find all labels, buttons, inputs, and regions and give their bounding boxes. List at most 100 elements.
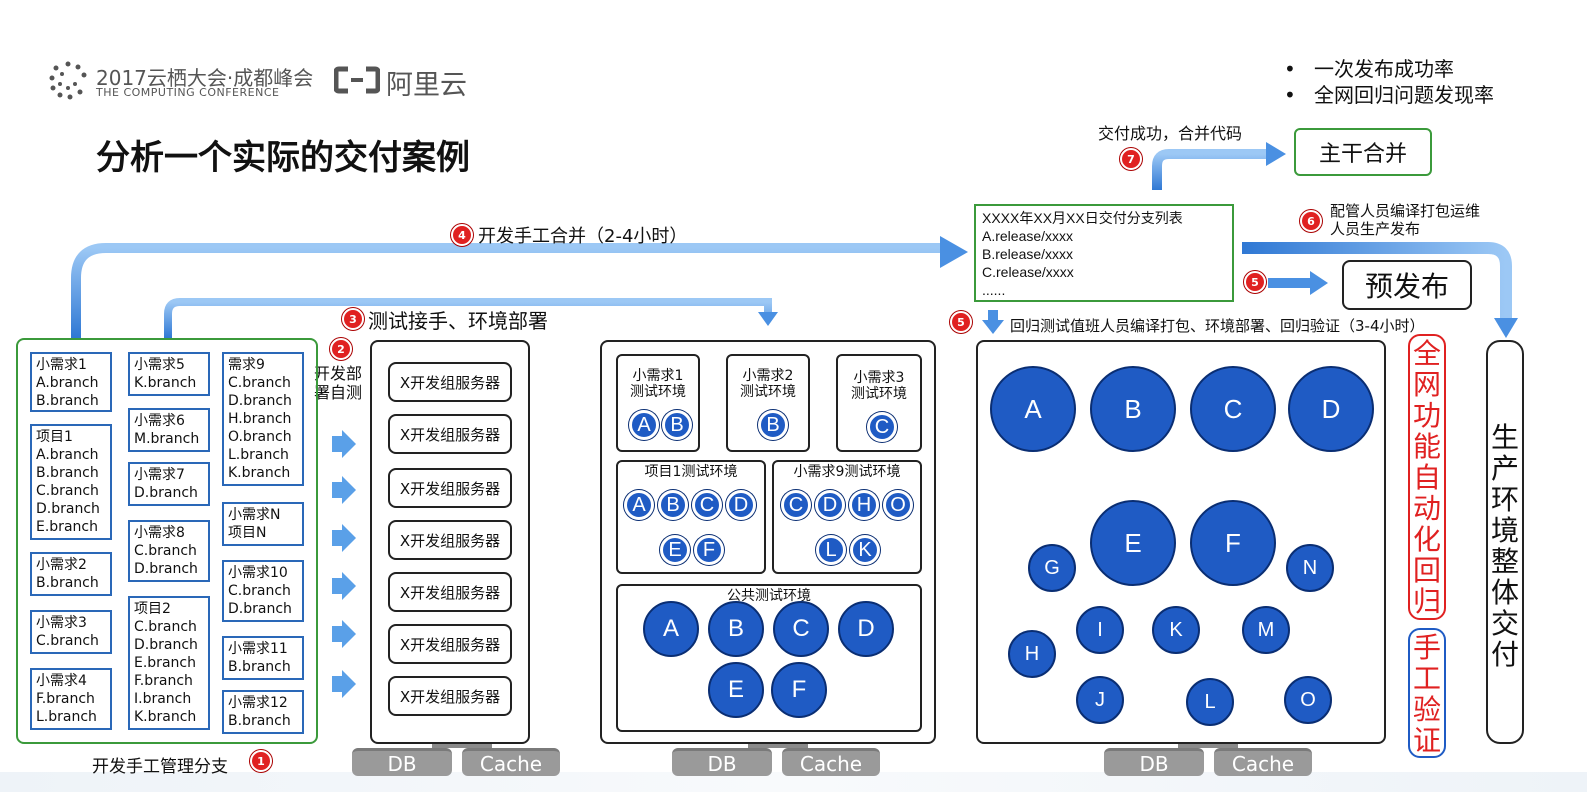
test-env-req9: 小需求9测试环境 bbox=[772, 460, 922, 574]
trunk-arrow bbox=[1152, 149, 1268, 190]
env-title: 小需求2 测试环境 bbox=[740, 368, 796, 400]
bullet-item: •一次发布成功率 bbox=[1284, 57, 1454, 81]
test-env-panel bbox=[600, 340, 936, 744]
branch-box: 小需求12 B.branch bbox=[222, 690, 304, 734]
test-env-public: 公共测试环境 bbox=[616, 584, 922, 732]
step-3-label: 测试接手、环境部署 bbox=[368, 309, 548, 333]
step-6-label: 配管人员编译打包运维人员生产发布 bbox=[1330, 202, 1481, 238]
node-circle: K bbox=[850, 535, 880, 565]
node-circle: A bbox=[643, 601, 699, 657]
step-2-label: 开发部署自测 bbox=[314, 364, 363, 402]
dev-server: X开发组服务器 bbox=[388, 624, 512, 664]
dev-servers-panel: X开发组服务器 X开发组服务器 X开发组服务器 X开发组服务器 X开发组服务器 … bbox=[370, 340, 530, 744]
node-circle: O bbox=[1284, 676, 1332, 724]
step-badge-1: 1 bbox=[250, 750, 272, 772]
node-circle: A bbox=[990, 366, 1076, 452]
node-circle: C bbox=[781, 490, 811, 520]
release-arrowhead bbox=[1494, 318, 1518, 338]
dev-server: X开发组服务器 bbox=[388, 520, 512, 560]
regression-arrowhead bbox=[982, 320, 1004, 334]
branch-box: 项目2 C.branch D.branch E.branch F.branch … bbox=[128, 596, 210, 730]
cache-store: Cache bbox=[1214, 748, 1312, 776]
test-env-req1: 小需求1 测试环境 bbox=[616, 354, 700, 452]
trunk-arrowhead bbox=[1266, 142, 1286, 166]
node-circle: B bbox=[658, 490, 688, 520]
branch-box: 小需求2 B.branch bbox=[30, 552, 112, 596]
node-circle: D bbox=[838, 601, 894, 657]
dev-server: X开发组服务器 bbox=[388, 676, 512, 716]
dev-server: X开发组服务器 bbox=[388, 572, 512, 612]
db-store: DB bbox=[1104, 748, 1204, 776]
step-badge-5a: 5 bbox=[950, 311, 972, 333]
production-delivery-label: 生产环境整体交付 bbox=[1486, 340, 1524, 744]
db-store: DB bbox=[352, 748, 452, 776]
node-circle: A bbox=[629, 410, 659, 440]
node-circle: H bbox=[1008, 630, 1056, 678]
node-circle: I bbox=[1076, 606, 1124, 654]
node-circle: B bbox=[1090, 366, 1176, 452]
node-circle: C bbox=[867, 412, 897, 442]
step-5-label: 回归测试值班人员编译打包、环境部署、回归验证（3-4小时） bbox=[1010, 317, 1425, 335]
node-circle: F bbox=[1190, 500, 1276, 586]
step-badge-7: 7 bbox=[1120, 148, 1142, 170]
node-circle: D bbox=[815, 490, 845, 520]
branch-box: 项目1 A.branch B.branch C.branch D.branch … bbox=[30, 424, 112, 540]
manual-verify-label: 手工验证 bbox=[1408, 628, 1446, 758]
conference-subtitle: THE COMPUTING CONFERENCE bbox=[96, 86, 280, 99]
step-badge-6: 6 bbox=[1300, 210, 1322, 232]
branch-box: 小需求4 F.branch L.branch bbox=[30, 668, 112, 730]
merge-arrowhead bbox=[940, 236, 968, 268]
node-circle: J bbox=[1076, 676, 1124, 724]
step-badge-4: 4 bbox=[451, 224, 473, 246]
node-circle: L bbox=[816, 535, 846, 565]
release-list-item: ...... bbox=[982, 282, 1006, 298]
release-list-box: XXXX年XX月XX日交付分支列表 A.release/xxxx B.relea… bbox=[974, 204, 1234, 302]
node-circle: E bbox=[660, 535, 690, 565]
branch-box: 需求9 C.branch D.branch H.branch O.branch … bbox=[222, 352, 304, 486]
dev-server: X开发组服务器 bbox=[388, 468, 512, 508]
step-4-label: 开发手工合并（2-4小时） bbox=[478, 226, 688, 247]
release-list-title: XXXX年XX月XX日交付分支列表 bbox=[982, 210, 1183, 226]
auto-regression-label: 全网功能自动化回归 bbox=[1408, 334, 1446, 620]
branch-box: 小需求N 项目N bbox=[222, 502, 304, 546]
node-circle: L bbox=[1186, 678, 1234, 726]
deploy-arrowhead bbox=[758, 312, 778, 326]
deploy-arrow bbox=[164, 298, 772, 338]
node-circle: H bbox=[849, 490, 879, 520]
db-store: DB bbox=[672, 748, 772, 776]
node-circle: A bbox=[624, 490, 654, 520]
prerelease-arrow bbox=[1268, 278, 1312, 288]
node-circle: D bbox=[726, 490, 756, 520]
pre-release-box: 预发布 bbox=[1342, 260, 1472, 310]
node-circle: O bbox=[883, 490, 913, 520]
branch-box: 小需求6 M.branch bbox=[128, 408, 210, 452]
page-title: 分析一个实际的交付案例 bbox=[96, 138, 470, 178]
trunk-merge-box: 主干合并 bbox=[1294, 128, 1432, 176]
node-circle: N bbox=[1286, 544, 1334, 592]
node-circle: M bbox=[1242, 606, 1290, 654]
env-title: 项目1测试环境 bbox=[644, 464, 738, 480]
release-list-item: B.release/xxxx bbox=[982, 246, 1074, 262]
dev-server: X开发组服务器 bbox=[388, 414, 512, 454]
node-circle: F bbox=[694, 535, 724, 565]
node-circle: E bbox=[708, 662, 764, 718]
branch-box: 小需求8 C.branch D.branch bbox=[128, 520, 210, 582]
footer-band bbox=[0, 772, 1587, 792]
test-env-req2: 小需求2 测试环境 bbox=[726, 354, 810, 452]
bullet-list: •一次发布成功率 •全网回归问题发现率 bbox=[1284, 56, 1494, 108]
env-title: 小需求3 测试环境 bbox=[851, 370, 907, 402]
test-env-req3: 小需求3 测试环境 bbox=[836, 354, 922, 452]
aliyun-logo-icon bbox=[333, 66, 381, 94]
branches-panel bbox=[16, 338, 318, 744]
branch-box: 小需求10 C.branch D.branch bbox=[222, 560, 304, 622]
step-badge-2: 2 bbox=[330, 338, 352, 360]
node-circle: C bbox=[773, 601, 829, 657]
node-circle: B bbox=[708, 601, 764, 657]
branch-box: 小需求11 B.branch bbox=[222, 636, 304, 680]
bullet-item: •全网回归问题发现率 bbox=[1284, 83, 1494, 107]
step-badge-5b: 5 bbox=[1244, 271, 1266, 293]
aliyun-brand: 阿里云 bbox=[386, 70, 467, 101]
regression-arrow bbox=[988, 310, 998, 322]
dev-server: X开发组服务器 bbox=[388, 362, 512, 402]
branch-box: 小需求5 K.branch bbox=[128, 352, 210, 396]
